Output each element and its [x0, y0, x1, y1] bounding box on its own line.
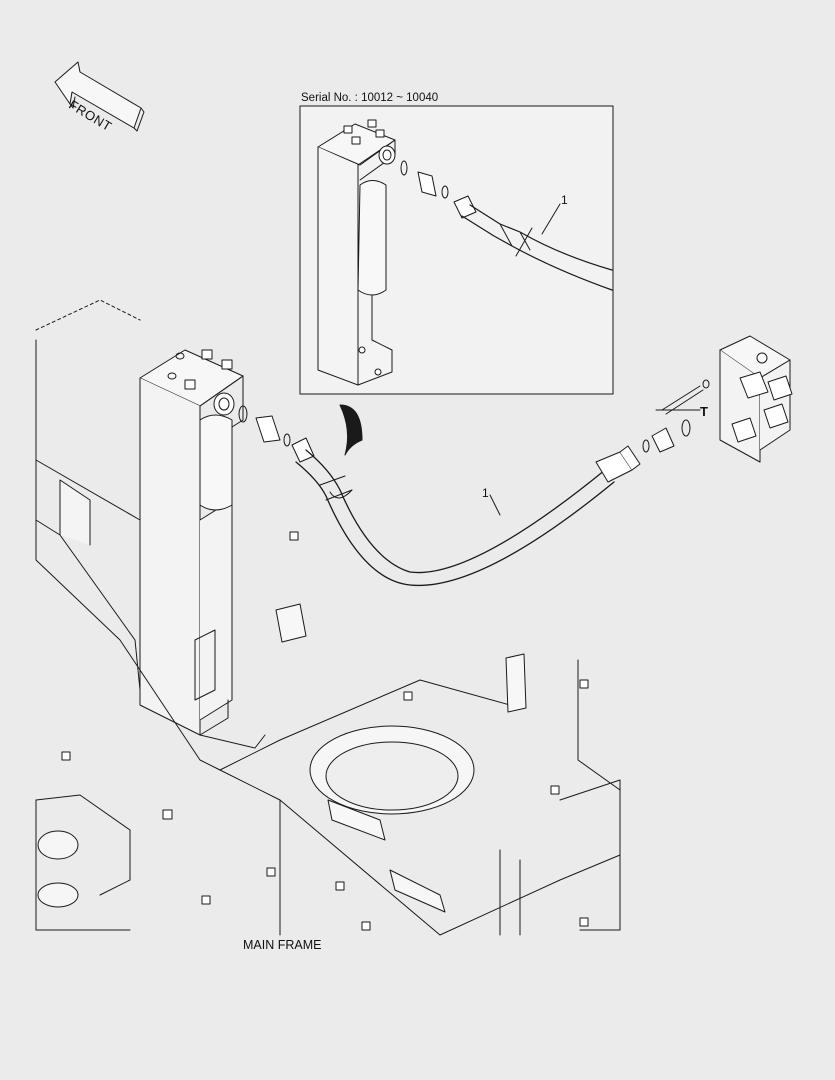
main-callout: 1: [482, 486, 489, 500]
inset-detail-box: [299, 105, 614, 395]
inset-callout: 1: [561, 193, 568, 207]
front-arrow-icon: [54, 61, 145, 132]
inset-title: Serial No. : 10012 ~ 10040: [301, 92, 439, 104]
fitting-group-left: [238, 405, 315, 463]
main-frame: [35, 299, 621, 936]
main-bracket: [139, 349, 244, 736]
inset-pointer-icon: [339, 404, 363, 456]
valve-block: [642, 335, 793, 463]
callout-leader: [489, 494, 501, 516]
hydraulic-hose: [295, 445, 641, 587]
frame-label: MAIN FRAME: [243, 938, 322, 952]
port-label: T: [700, 404, 708, 419]
